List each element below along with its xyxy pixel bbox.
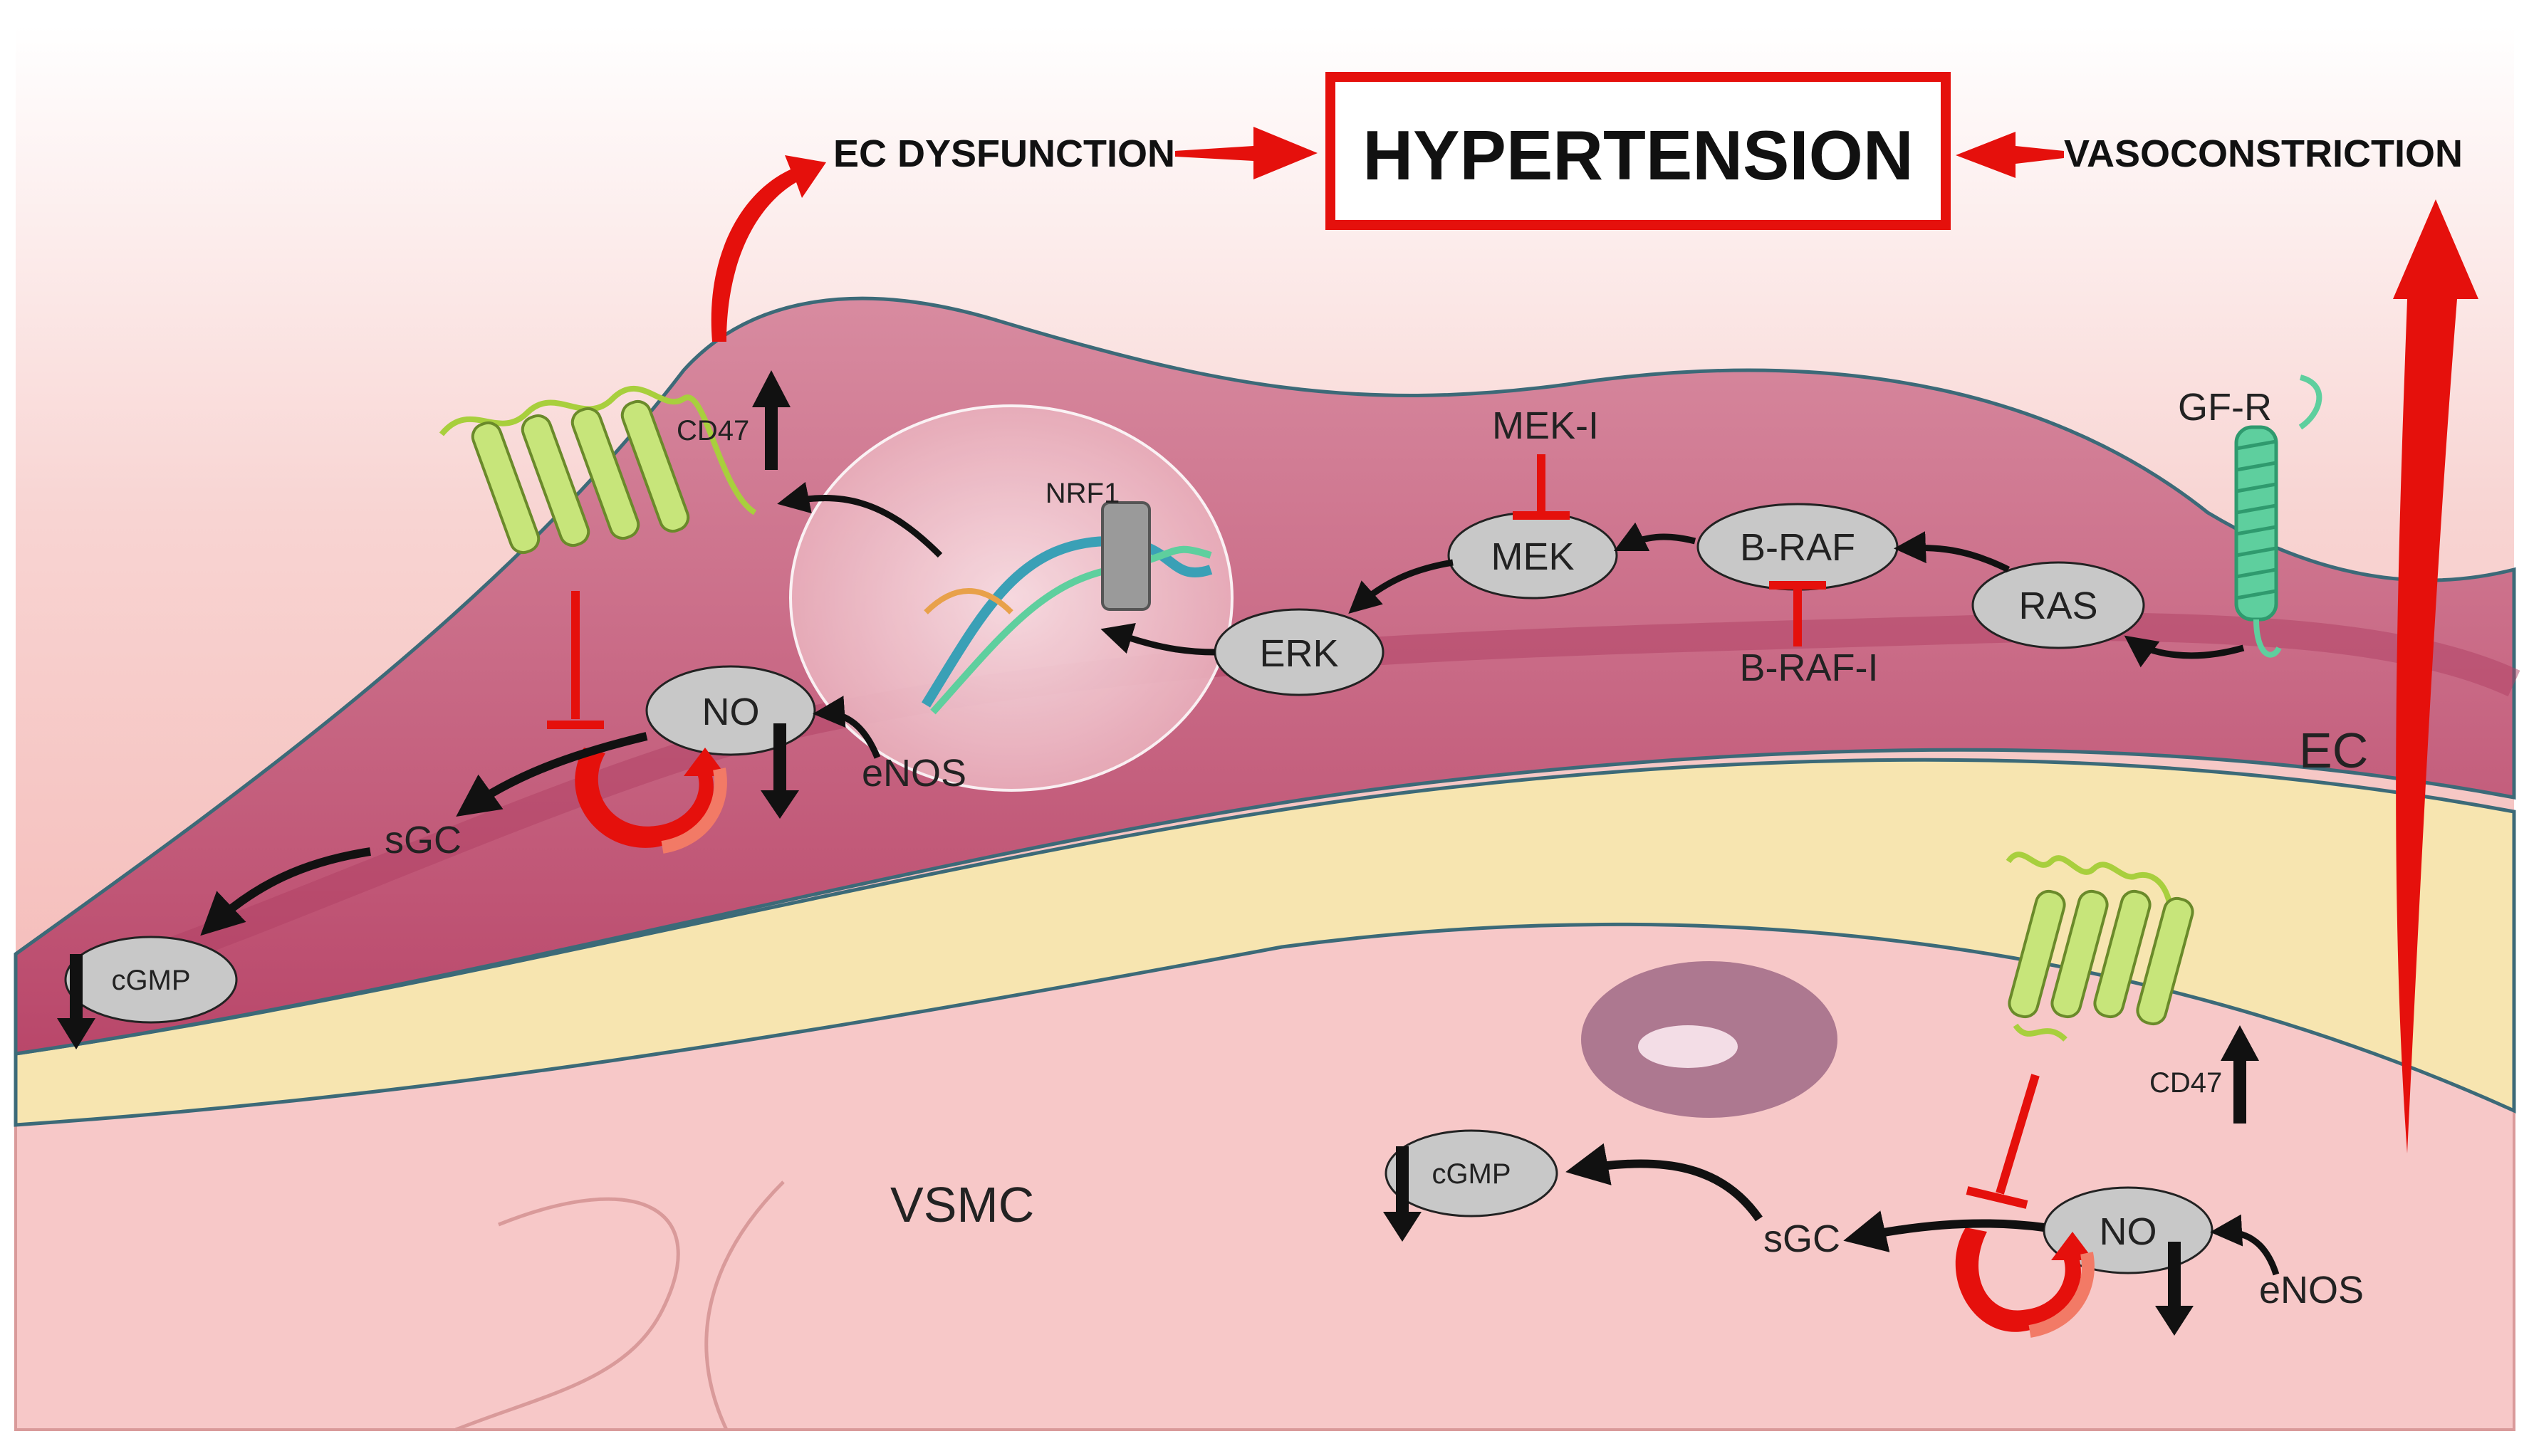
vsmc-cd47-inhibition-icon xyxy=(1966,1074,2040,1209)
vsmc-feedback-icon xyxy=(1955,1227,2095,1338)
ec-cgmp-label: cGMP xyxy=(111,965,190,996)
ec-cd47-up-arrow-icon xyxy=(752,370,791,470)
mek-inhibitor-label: MEK-I xyxy=(1492,404,1599,447)
vsmc-cd47-label: CD47 xyxy=(2149,1067,2222,1099)
arrow-no-to-sgc-vsmc xyxy=(1843,1210,2045,1252)
arrow-sgc-to-cgmp-vsmc xyxy=(1565,1143,1763,1222)
gfr-receptor-icon xyxy=(2234,375,2322,658)
nrf1-protein-icon xyxy=(1101,501,1151,611)
ec-cd47-inhibition-icon xyxy=(547,591,604,729)
arrow-nucleus-to-cd47 xyxy=(777,481,943,558)
dna-icon xyxy=(922,535,1213,715)
vsmc-cgmp-label: cGMP xyxy=(1432,1158,1511,1190)
arrow-mek-to-erk xyxy=(1348,559,1454,614)
arrow-enos-to-no xyxy=(813,696,881,759)
arrow-erk-to-nucleus xyxy=(1100,622,1216,656)
ec-cgmp-node xyxy=(64,936,238,1024)
arrow-ec-dysfunction-to-hypertension xyxy=(1175,127,1318,179)
vsmc-cd47-up-arrow-icon xyxy=(2221,1025,2259,1124)
vsmc-cd47-receptor-icon xyxy=(2006,852,2194,1042)
ec-no-label: NO xyxy=(702,691,760,733)
ec-no-down-arrow-icon xyxy=(761,723,799,819)
ras-node xyxy=(1971,561,2145,649)
ec-feedback-icon xyxy=(575,748,727,854)
arrow-braf-to-mek xyxy=(1613,522,1696,552)
vasoconstriction-label: VASOCONSTRICTION xyxy=(2064,132,2463,175)
ec-cd47-receptor-icon xyxy=(439,386,757,555)
vsmc-nucleus-highlight xyxy=(1638,1025,1738,1068)
arrow-ec-to-dysfunction xyxy=(711,155,826,342)
ec-enos-label: eNOS xyxy=(862,752,966,795)
vsmc-cgmp-down-arrow-icon xyxy=(1383,1146,1422,1242)
arrow-vasoconstriction-to-hypertension xyxy=(1956,132,2064,178)
vsmc-fold xyxy=(455,1197,680,1432)
vsmc-sgc-label: sGC xyxy=(1763,1217,1840,1260)
vsmc-label: VSMC xyxy=(890,1177,1034,1232)
vsmc-enos-label: eNOS xyxy=(2259,1269,2364,1311)
mek-label: MEK xyxy=(1491,535,1574,578)
arrow-ras-to-braf xyxy=(1894,531,2011,573)
hypertension-box xyxy=(1325,72,1951,230)
arrow-gfr-to-ras xyxy=(2124,635,2245,668)
vsmc-no-label: NO xyxy=(2100,1210,2157,1253)
mek-inhibition-icon xyxy=(1513,454,1570,520)
ec-label: EC xyxy=(2299,723,2368,778)
arrow-no-to-sgc-ec xyxy=(456,732,648,817)
braf-label: B-RAF xyxy=(1740,526,1855,569)
arrow-vsmc-to-vasoconstriction xyxy=(2393,199,2478,1153)
nrf1-label: NRF1 xyxy=(1046,478,1120,509)
vsmc-fold-2 xyxy=(704,1180,785,1431)
vsmc-cgmp-node xyxy=(1385,1129,1558,1217)
braf-inhibition-icon xyxy=(1769,581,1826,646)
erk-label: ERK xyxy=(1259,632,1338,675)
gfr-label: GF-R xyxy=(2178,386,2272,429)
ras-label: RAS xyxy=(2018,585,2097,627)
ec-sgc-label: sGC xyxy=(385,819,462,861)
hypertension-title: HYPERTENSION xyxy=(1362,116,1913,194)
braf-inhibitor-label: B-RAF-I xyxy=(1740,646,1879,689)
ec-nucleus xyxy=(789,404,1234,792)
ec-cd47-label: CD47 xyxy=(677,415,749,446)
basement-membrane xyxy=(14,758,2516,1127)
arrow-sgc-to-cgmp-ec xyxy=(200,847,371,936)
vsmc-no-down-arrow-icon xyxy=(2155,1242,2194,1336)
ec-cgmp-down-arrow-icon xyxy=(57,954,95,1049)
arrow-enos-to-no-vsmc xyxy=(2210,1214,2280,1276)
ec-dysfunction-label: EC DYSFUNCTION xyxy=(833,132,1175,175)
